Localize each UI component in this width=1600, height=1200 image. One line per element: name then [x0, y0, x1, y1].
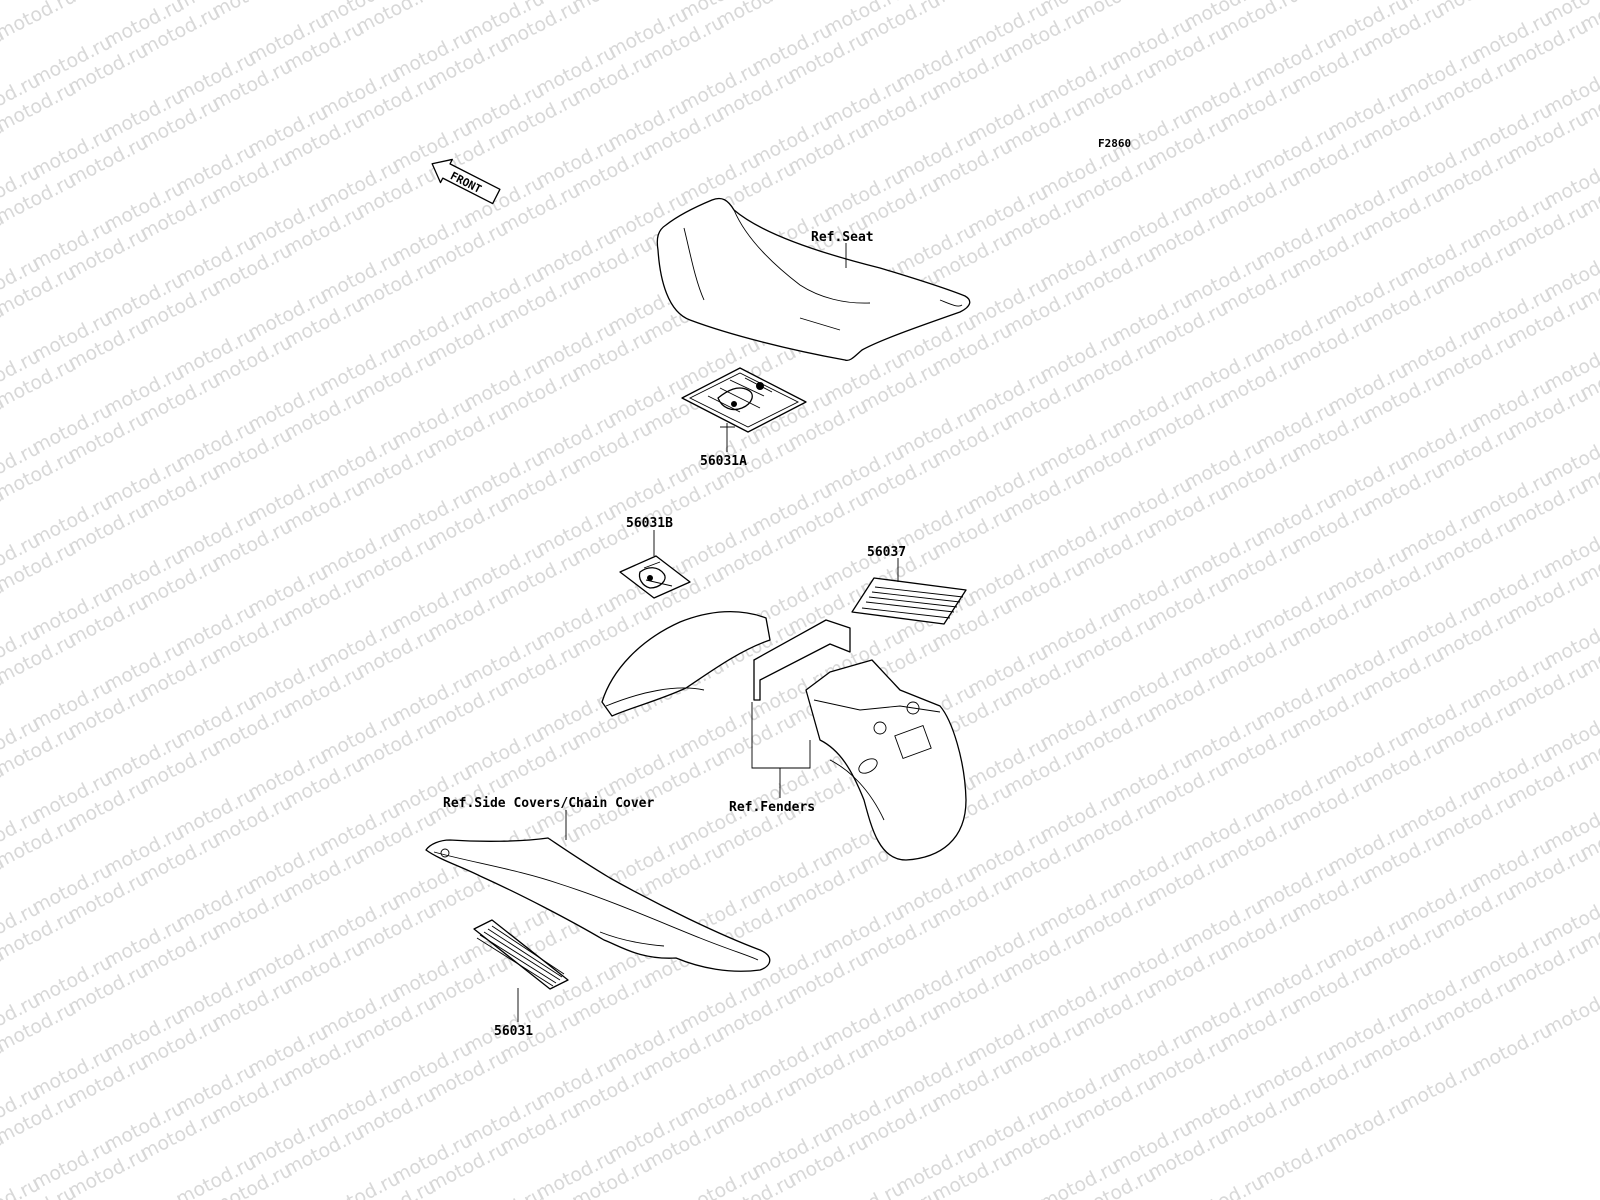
label-56037-drawing: 56037: [851, 545, 967, 625]
ref-seat-label: Ref.Seat: [811, 230, 874, 245]
watermark-text: motod.ru: [712, 0, 800, 32]
watermark-text: motod.ru: [1432, 0, 1520, 20]
fenders-drawing: Ref.Fenders: [601, 610, 967, 861]
part-56037-label: 56037: [867, 545, 906, 560]
watermark-text: motod.ru: [568, 0, 656, 16]
ref-fenders-label: Ref.Fenders: [729, 800, 815, 815]
part-56031a-label: 56031A: [700, 454, 747, 469]
ref-side-covers-label: Ref.Side Covers/Chain Cover: [443, 796, 654, 811]
chain-cover-drawing: Ref.Side Covers/Chain Cover: [425, 796, 771, 972]
part-56031-label: 56031: [494, 1024, 533, 1039]
watermark-text: motod.ru: [1468, 1019, 1556, 1078]
label-56031a-drawing: 56031A: [681, 367, 807, 469]
watermark-text: motod.ru: [208, 0, 296, 22]
label-56031b-drawing: 56031B: [619, 516, 691, 599]
watermark-text: motod.ru: [1396, 1057, 1484, 1116]
watermark-text: motod.ru: [1540, 981, 1600, 1040]
watermark-text: motod.ru: [0, 0, 80, 44]
label-56031-drawing: 56031: [473, 919, 569, 1039]
watermark-text: motod.ru: [1252, 1133, 1340, 1192]
seat-drawing: Ref.Seat: [656, 197, 971, 362]
part-56031b-label: 56031B: [626, 516, 673, 531]
figure-code: F2860: [1098, 137, 1131, 150]
watermark-text: motod.ru: [1072, 0, 1160, 26]
watermark-text: motod.ru: [1324, 1095, 1412, 1154]
